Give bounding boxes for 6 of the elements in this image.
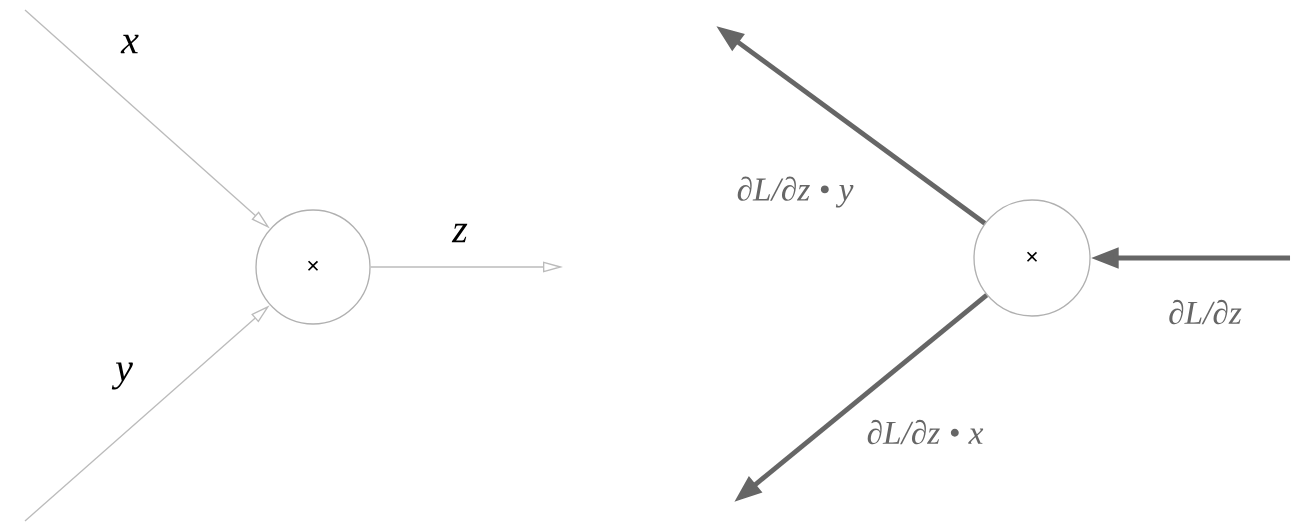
edge-label: ∂L/∂z • x (863, 417, 987, 447)
edge-label: y (111, 359, 136, 393)
edge-label: ∂L/∂z (1165, 297, 1245, 327)
edge-label: z (449, 221, 471, 245)
edge-label: ∂L/∂z • y (733, 173, 857, 211)
edge-label: x (118, 32, 142, 56)
